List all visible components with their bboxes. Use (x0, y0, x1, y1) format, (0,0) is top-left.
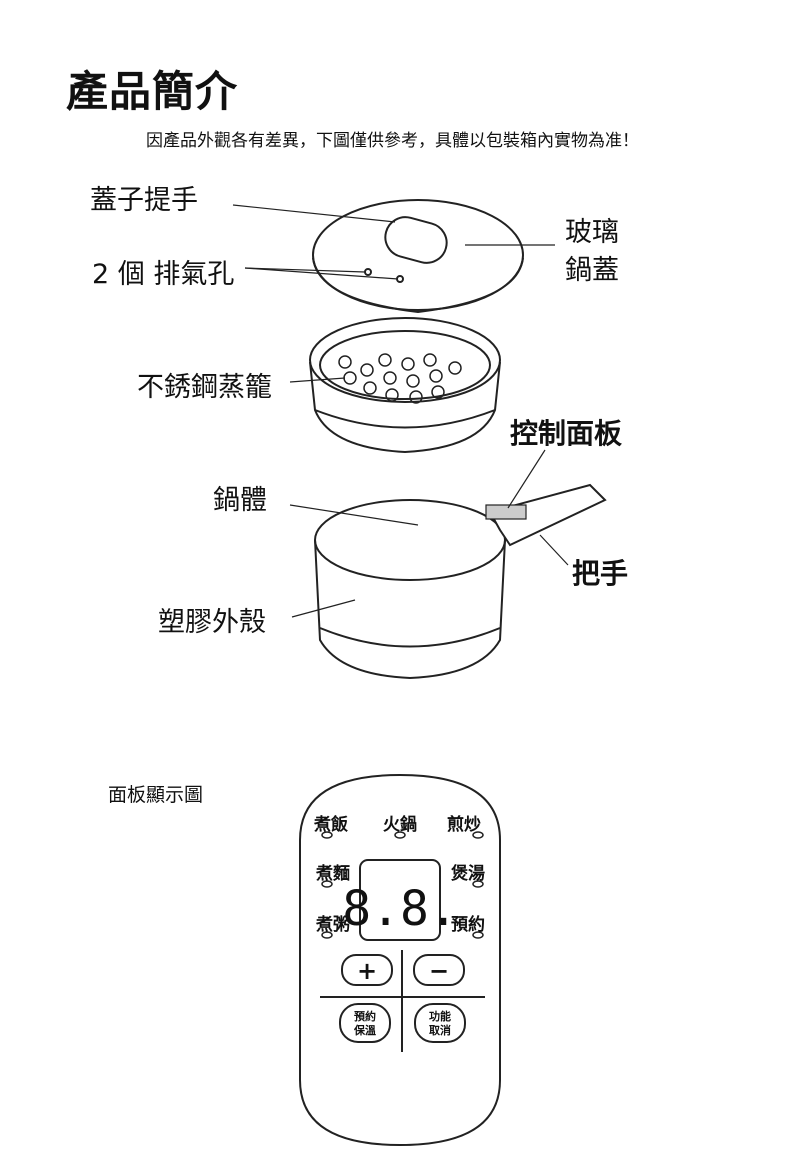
control-panel-mini (485, 504, 527, 520)
mode-reserve: 預約 (451, 914, 485, 935)
mode-fry: 煎炒 (447, 814, 481, 835)
label-control-panel: 控制面板 (510, 417, 623, 450)
label-steamer: 不銹鋼蒸籠 (137, 372, 272, 403)
label-glass-lid-2: 鍋蓋 (565, 255, 619, 286)
control-panel-diagram (299, 773, 501, 1147)
minus-label: − (429, 957, 449, 985)
glass-lid (232, 199, 555, 314)
reserve-label: 預約 (354, 1009, 376, 1023)
label-lid-handle: 蓋子提手 (90, 185, 198, 216)
mode-hot-pot: 火鍋 (383, 814, 417, 835)
label-pot-body: 鍋體 (213, 485, 267, 516)
page-title: 產品簡介 (66, 67, 239, 116)
function-label: 功能 (429, 1009, 451, 1023)
disclaimer: 因產品外觀各有差異，下圖僅供參考，具體以包裝箱內實物為准！ (146, 131, 639, 151)
lid-handle-knob (384, 216, 448, 264)
label-plastic-shell: 塑膠外殼 (158, 607, 266, 638)
label-handle: 把手 (572, 557, 629, 590)
minus-button[interactable] (413, 954, 465, 986)
plus-button[interactable] (341, 954, 393, 986)
cancel-label: 取消 (429, 1023, 451, 1037)
keepwarm-label: 保溫 (353, 1023, 376, 1037)
label-vent-holes: 2 個 排氣孔 (92, 259, 235, 290)
mode-noodles: 煮麵 (315, 864, 350, 884)
function-cancel-button[interactable] (414, 1003, 466, 1043)
panel-heading: 面板顯示圖 (108, 784, 204, 806)
plus-label: + (357, 957, 377, 985)
mode-porridge: 煮粥 (315, 915, 350, 935)
vent-hole (364, 268, 372, 276)
digit-display: 8.8. (342, 881, 458, 937)
pot-body (289, 449, 607, 680)
reserve-keepwarm-button[interactable] (339, 1003, 391, 1043)
mode-soup: 煲湯 (451, 863, 485, 884)
mode-cook-rice: 煮飯 (313, 814, 348, 835)
label-glass-lid-1: 玻璃 (565, 217, 619, 248)
steamer-basket (289, 317, 501, 454)
